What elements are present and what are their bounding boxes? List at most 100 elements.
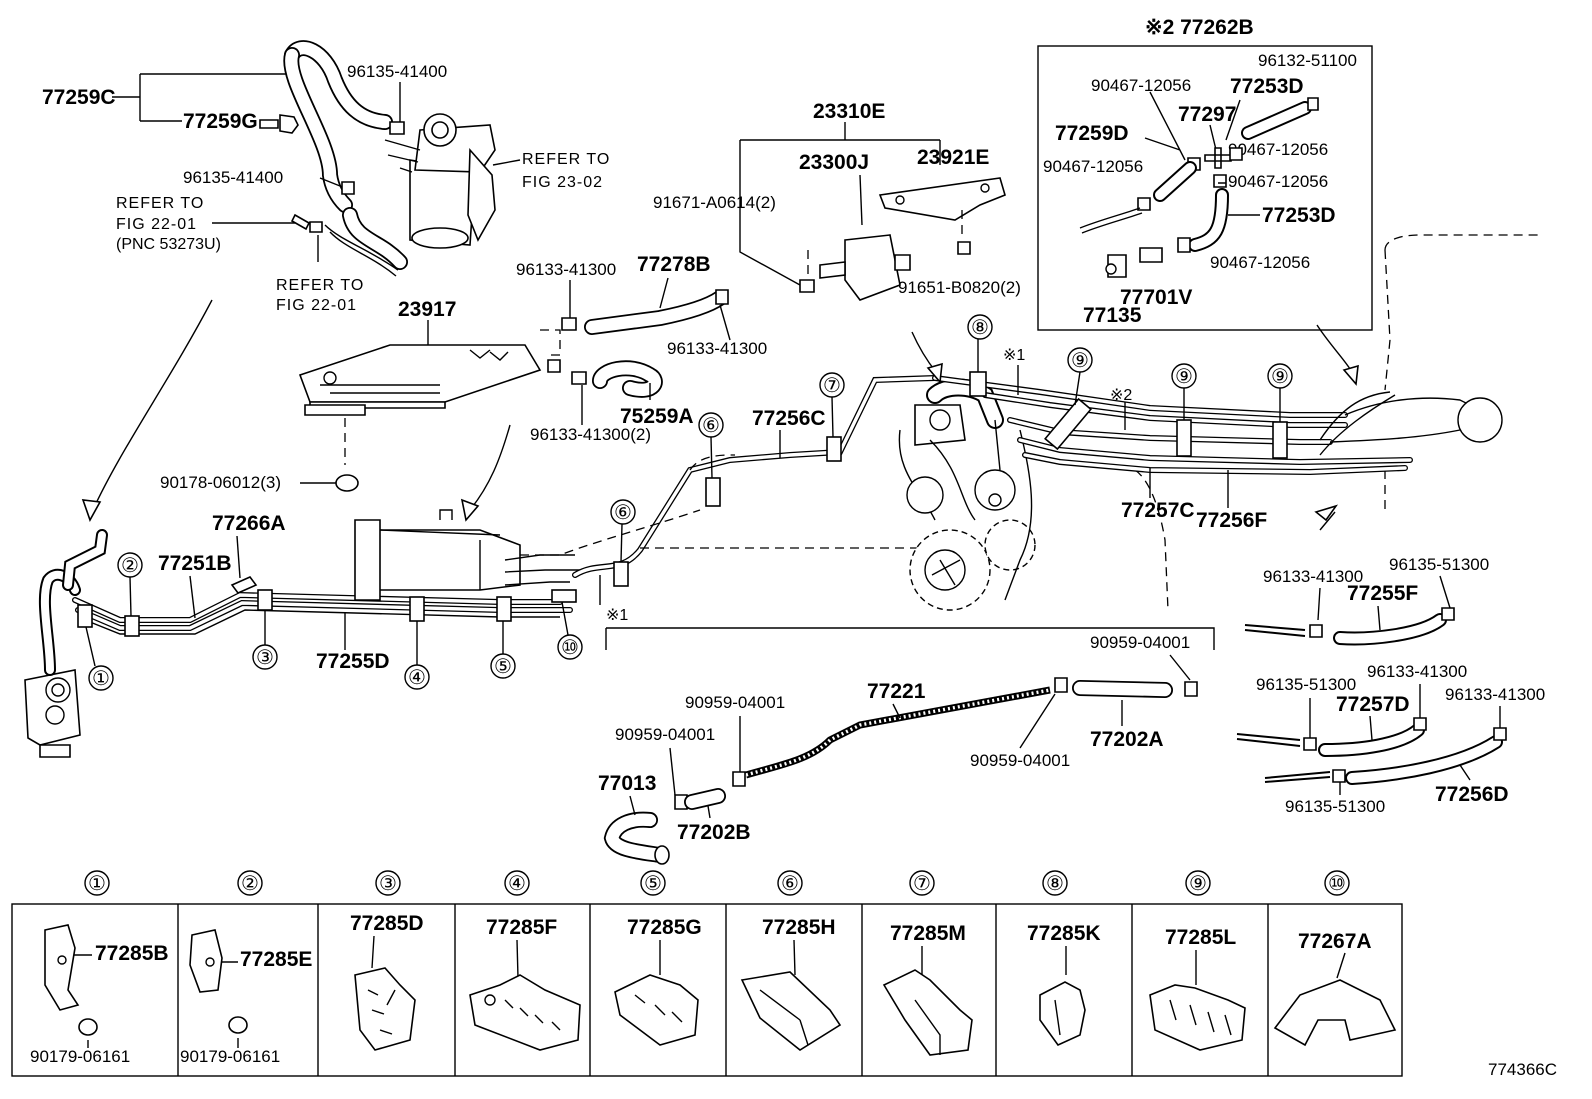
callout-9b: ⑨: [1175, 366, 1193, 388]
inset-label-90467-c: 90467-12056: [1043, 157, 1143, 176]
callout-2: ②: [121, 555, 139, 577]
clamp-icon-77285M: [882, 969, 973, 1056]
label-77278B: 77278B: [637, 253, 711, 276]
label-96133-41300-a: 96133-41300: [516, 260, 616, 279]
ref-fig-23-02-b: FIG 23-02: [522, 174, 603, 191]
direction-arrows: [81, 299, 1359, 531]
callout-7: ⑦: [823, 375, 841, 397]
callout-10: ⑩: [561, 637, 579, 659]
label-77255F: 77255F: [1347, 582, 1418, 605]
label-77256C: 77256C: [752, 407, 826, 430]
clamp-3: [257, 589, 273, 611]
label-23921E: 23921E: [917, 146, 989, 169]
ref-pnc: (PNC 53273U): [116, 236, 221, 253]
clamp-5: [496, 596, 512, 622]
table-num-8: ⑧: [1046, 873, 1064, 895]
table-num-10: ⑩: [1328, 873, 1346, 895]
table-part-4: 77285F: [486, 916, 557, 939]
label-96135-51300-b: 96135-51300: [1256, 675, 1356, 694]
label-77255D: 77255D: [316, 650, 390, 673]
clamp-icon-77285K: [1039, 981, 1086, 1046]
clamp-10: [551, 589, 577, 603]
pump-body-23300J: [844, 234, 901, 301]
label-96133-41300-d: 96133-41300: [1367, 662, 1467, 681]
callout-4: ④: [408, 667, 426, 689]
table-num-2: ②: [241, 873, 259, 895]
label-96133-41300-2: 96133-41300(2): [530, 425, 651, 444]
clamp-icon-77285L: [1149, 984, 1246, 1051]
clamp-1: [77, 604, 93, 628]
clamp-6b: [705, 477, 721, 507]
table-header-numbers: ① ② ③ ④ ⑤ ⑥ ⑦ ⑧ ⑨ ⑩: [84, 870, 1350, 896]
clamp-table: ① ② ③ ④ ⑤ ⑥ ⑦ ⑧ ⑨ ⑩ 77285B 90179-06161 7…: [11, 870, 1403, 1077]
inset-label-90467-d: 90467-12056: [1228, 172, 1328, 191]
filter-assembly-group: 77259C 77259G 96135-41400 96135-41400 RE…: [42, 40, 610, 314]
table-num-3: ③: [379, 873, 397, 895]
part-77266A: [230, 576, 258, 594]
table-part-8: 77285K: [1027, 922, 1101, 945]
mark-2-upper: ※2: [1110, 387, 1132, 404]
clamp-8: [969, 371, 987, 397]
clamp-6a: [613, 561, 629, 587]
inset-label-90467-a: 90467-12056: [1091, 76, 1191, 95]
label-96135-51300-c: 96135-51300: [1285, 797, 1385, 816]
tank-area-sketch: [898, 378, 1036, 611]
inset-label-90467-e: 90467-12056: [1210, 253, 1310, 272]
label-77256F: 77256F: [1196, 509, 1267, 532]
inset-label-77253D-b: 77253D: [1262, 204, 1336, 227]
label-96133-41300-c: 96133-41300: [1263, 567, 1363, 586]
callout-1: ①: [92, 668, 110, 690]
label-77202A: 77202A: [1090, 728, 1164, 751]
label-23300J: 23300J: [799, 151, 869, 174]
clamp-icon-77267A: [1273, 979, 1397, 1047]
ref-fig-22-01-c: REFER TO: [276, 277, 364, 294]
pump-group: 23310E 23300J 23921E 91671-A0614(2) 9165…: [653, 100, 1021, 301]
clamp-icon-77285B: [44, 924, 80, 1011]
clamp-9a: [1044, 397, 1092, 451]
label-77259C: 77259C: [42, 86, 116, 109]
inset-label-77253D-a: 77253D: [1230, 75, 1304, 98]
label-77251B: 77251B: [158, 552, 232, 575]
label-23917: 23917: [398, 298, 456, 321]
label-77256D: 77256D: [1435, 783, 1509, 806]
canister-hoses: 96133-41300 77278B 96133-41300 75259A 96…: [516, 253, 767, 444]
label-23310E: 23310E: [813, 100, 885, 123]
line-77221-group: 77221 90959-04001 77202A 90959-04001 909…: [598, 633, 1198, 865]
clamp-icon-77285G: [614, 974, 699, 1046]
label-96135-41400-a: 96135-41400: [347, 62, 447, 81]
table-num-5: ⑤: [644, 873, 662, 895]
table-part-10: 77267A: [1298, 930, 1372, 953]
table-part-1: 77285B: [95, 942, 169, 965]
clamp-96135-b: [341, 181, 355, 195]
label-75259A: 75259A: [620, 405, 694, 428]
label-96133-41300-e: 96133-41300: [1445, 685, 1545, 704]
clamp-7: [826, 436, 842, 462]
table-part-6: 77285H: [762, 916, 836, 939]
table-part-3: 77285D: [350, 912, 424, 935]
table-num-1: ①: [88, 873, 106, 895]
clamp-9b: [1176, 419, 1192, 457]
ref-fig-22-01-d: FIG 22-01: [276, 297, 357, 314]
callout-5: ⑤: [494, 656, 512, 678]
clip-77259G: [259, 114, 299, 134]
table-num-6: ⑥: [781, 873, 799, 895]
label-90178-06012: 90178-06012(3): [160, 473, 281, 492]
label-90959-04001-b: 90959-04001: [970, 751, 1070, 770]
table-sub-2: 90179-06161: [180, 1047, 280, 1066]
table-part-5: 77285G: [627, 916, 702, 939]
main-fuel-lines: [24, 234, 1540, 758]
clamp-icon-77285D: [354, 967, 416, 1051]
mark-1-upper: ※1: [1003, 347, 1025, 364]
bracket-23921E: [878, 177, 1006, 221]
ref-fig-23-02-a: REFER TO: [522, 151, 610, 168]
canister-23917-group: 23917 90178-06012(3): [160, 298, 542, 492]
inset-label-77701V: 77701V: [1120, 286, 1192, 309]
table-num-4: ④: [508, 873, 526, 895]
clamp-icon-77285H: [740, 971, 842, 1051]
inset-label-90467-b: 90467-12056: [1228, 140, 1328, 159]
callout-8: ⑧: [971, 317, 989, 339]
diagram-id: 774366C: [1488, 1060, 1557, 1079]
clamp-4: [409, 596, 425, 622]
table-num-9: ⑨: [1189, 873, 1207, 895]
label-77202B: 77202B: [677, 821, 751, 844]
